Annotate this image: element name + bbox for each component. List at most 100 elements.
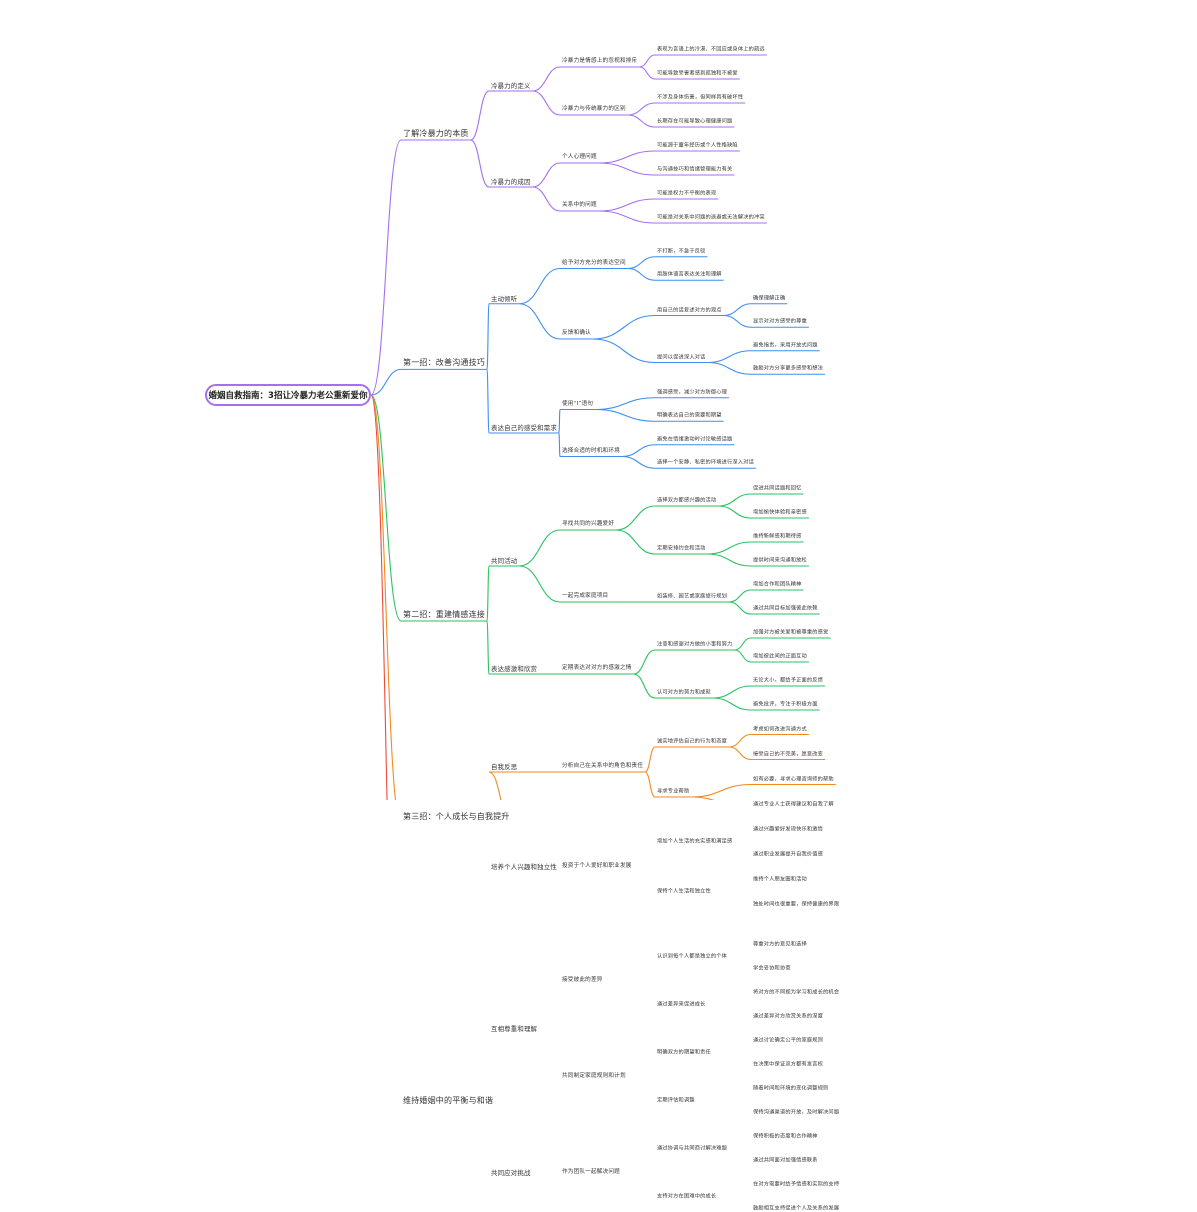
subtopic[interactable]: 鼓励对方分享更多感受和想法 xyxy=(753,365,824,372)
main-topic[interactable]: 第一招：改善沟通技巧 xyxy=(403,358,485,368)
subtopic[interactable]: 增加彼此间的正面互动 xyxy=(753,653,807,660)
subtopic[interactable]: 提供时间来沟通和放松 xyxy=(753,557,807,564)
subtopic[interactable]: 自我反思 xyxy=(491,762,518,771)
connector-line xyxy=(488,771,502,800)
subtopic[interactable]: 维持个人朋友圈和活动 xyxy=(753,875,807,882)
subtopic[interactable]: 反馈和确认 xyxy=(562,330,591,337)
subtopic[interactable]: 寻找共同的兴趣爱好 xyxy=(562,521,615,528)
subtopic[interactable]: 尊重对方的意见和选择 xyxy=(753,941,807,948)
subtopic[interactable]: 可能是权力不平衡的表现 xyxy=(657,190,717,197)
subtopic[interactable]: 选择一个安静、私密的环境进行深入对话 xyxy=(657,459,754,466)
subtopic[interactable]: 通过差异对方欣赏关系的深度 xyxy=(753,1013,824,1020)
subtopic[interactable]: 通过讨论确定公平的家庭规则 xyxy=(753,1037,824,1044)
subtopic[interactable]: 显示对对方感受的尊重 xyxy=(753,318,807,325)
subtopic[interactable]: 投资于个人爱好和职业发展 xyxy=(562,863,632,870)
subtopic[interactable]: 保持个人生活和独立性 xyxy=(657,888,711,895)
subtopic[interactable]: 如装修、园艺或家庭旅行规划 xyxy=(657,593,728,600)
subtopic[interactable]: 关系中的问题 xyxy=(562,202,597,209)
subtopic[interactable]: 独处时间也很重要，保持健康的界限 xyxy=(753,900,840,907)
subtopic[interactable]: 分析自己在关系中的角色和责任 xyxy=(562,763,644,770)
subtopic[interactable]: 冷暴力的定义 xyxy=(491,81,531,90)
subtopic[interactable]: 提问以促进深入对话 xyxy=(657,353,706,360)
subtopic[interactable]: 学会妥协和协商 xyxy=(753,965,791,972)
subtopic[interactable]: 可能是对关系中问题的逃避或无法解决的冲突 xyxy=(657,214,765,221)
subtopic[interactable]: 保持积极的态度和合作精神 xyxy=(753,1133,818,1140)
subtopic[interactable]: 长期存在可能导致心理健康问题 xyxy=(657,118,733,125)
subtopic[interactable]: 随着时间和环境的变化调整规则 xyxy=(753,1085,829,1092)
main-topic[interactable]: 维持婚姻中的平衡与和谐 xyxy=(403,1096,494,1105)
subtopic[interactable]: 在对方需要时给予情感和实际的支持 xyxy=(753,1181,840,1188)
subtopic[interactable]: 共同制定家庭规则和计划 xyxy=(562,1073,626,1080)
subtopic[interactable]: 冷暴力是情感上的忽视和排斥 xyxy=(562,58,638,65)
subtopic[interactable]: 一起完成家庭项目 xyxy=(562,593,609,600)
subtopic[interactable]: 明确表达自己的需要和期望 xyxy=(657,412,722,419)
subtopic[interactable]: 给予对方充分的表达空间 xyxy=(562,259,626,266)
subtopic[interactable]: 选择双方都感兴趣的活动 xyxy=(657,497,717,504)
subtopic[interactable]: 明确双方的期望和责任 xyxy=(657,1049,711,1056)
subtopic[interactable]: 强调感受，减少对方防御心理 xyxy=(657,389,728,396)
subtopic[interactable]: 促进共同话题和回忆 xyxy=(753,485,802,492)
subtopic[interactable]: 表现为言语上的冷漠、不回应或身体上的疏远 xyxy=(657,46,765,53)
subtopic[interactable]: 接受彼此的差异 xyxy=(562,977,603,984)
subtopic[interactable]: 选择合适的时机和环境 xyxy=(562,447,620,454)
subtopic[interactable]: 增加个人生活的充实感和满足感 xyxy=(657,838,733,845)
subtopic[interactable]: 在决策中保证双方都有发言权 xyxy=(753,1061,824,1068)
main-topic[interactable]: 了解冷暴力的本质 xyxy=(403,129,469,138)
subtopic[interactable]: 认识到每个人都是独立的个体 xyxy=(657,953,728,960)
subtopic[interactable]: 不涉及身体伤害，但同样具有破坏性 xyxy=(657,94,744,101)
subtopic[interactable]: 通过共同目标加强彼此依赖 xyxy=(753,605,818,612)
subtopic[interactable]: 表达感激和欣赏 xyxy=(491,664,538,673)
main-topic[interactable]: 第二招：重建情感连接 xyxy=(403,610,485,619)
subtopic[interactable]: 可能源于童年经历或个人性格缺陷 xyxy=(657,142,738,149)
subtopic[interactable]: 鼓励相互支持促进个人及关系的发展 xyxy=(753,1205,840,1212)
subtopic[interactable]: 注意和感谢对方做的小事和努力 xyxy=(657,641,733,648)
subtopic[interactable]: 支持对方在困难中的成长 xyxy=(657,1193,717,1200)
subtopic[interactable]: 不打断，不急于反驳 xyxy=(657,248,706,255)
subtopic[interactable]: 通过共同面对加强情感联系 xyxy=(753,1157,818,1164)
subtopic[interactable]: 使用“I”语句 xyxy=(562,400,594,407)
subtopic[interactable]: 避免批评，专注于积极方面 xyxy=(753,701,818,708)
subtopic[interactable]: 通过职业发展提升自我价值感 xyxy=(753,850,824,857)
subtopic[interactable]: 培养个人兴趣和独立性 xyxy=(491,862,557,871)
subtopic[interactable]: 保持沟通渠道的开放，及时解决问题 xyxy=(753,1109,840,1116)
subtopic[interactable]: 无论大小，都给予正面的反馈 xyxy=(753,677,824,684)
subtopic[interactable]: 互相尊重和理解 xyxy=(491,1024,538,1033)
subtopic[interactable]: 接受自己的不完美，愿意改变 xyxy=(753,750,824,757)
subtopic[interactable]: 可能导致受害者感到孤独和不被爱 xyxy=(657,70,738,77)
subtopic[interactable]: 冷暴力与传统暴力的区别 xyxy=(562,106,626,113)
subtopic[interactable]: 避免指责，采用开放式问题 xyxy=(753,342,818,349)
root-topic[interactable]: 婚姻自救指南：3招让冷暴力老公重新爱你 xyxy=(205,384,371,406)
subtopic[interactable]: 通过差异来促进成长 xyxy=(657,1001,706,1008)
subtopic[interactable]: 认可对方的努力和成就 xyxy=(657,689,711,696)
subtopic[interactable]: 增加合作和团队精神 xyxy=(753,581,802,588)
subtopic[interactable]: 定期评估和调整 xyxy=(657,1097,695,1104)
subtopic[interactable]: 通过协调与共同商讨解决难题 xyxy=(657,1145,728,1152)
subtopic[interactable]: 共同活动 xyxy=(491,556,518,565)
subtopic[interactable]: 确保理解正确 xyxy=(753,295,786,302)
subtopic[interactable]: 增加愉快体验和亲密感 xyxy=(753,509,807,516)
subtopic[interactable]: 维持新鲜感和期待感 xyxy=(753,533,802,540)
subtopic[interactable]: 如有必要，寻求心理咨询师的帮助 xyxy=(753,775,834,782)
subtopic[interactable]: 表达自己的感受和需求 xyxy=(491,423,557,432)
subtopic[interactable]: 共同应对挑战 xyxy=(491,1168,531,1177)
subtopic[interactable]: 寻求专业帮助 xyxy=(657,788,690,795)
subtopic[interactable]: 将对方的不同视为学习和成长的机会 xyxy=(753,989,840,996)
connector-line xyxy=(729,589,752,603)
subtopic[interactable]: 用肢体语言表达关注和理解 xyxy=(657,271,722,278)
subtopic[interactable]: 加强对方被关爱和被尊重的感觉 xyxy=(753,629,829,636)
subtopic[interactable]: 作为团队一起解决问题 xyxy=(562,1169,620,1176)
main-topic[interactable]: 第三招：个人成长与自我提升 xyxy=(403,812,510,821)
subtopic[interactable]: 用自己的话复述对方的观点 xyxy=(657,306,722,313)
subtopic[interactable]: 与沟通技巧和情绪管理能力有关 xyxy=(657,166,733,173)
subtopic[interactable]: 定期表达对对方的感激之情 xyxy=(562,665,632,672)
connector-line xyxy=(639,54,656,68)
subtopic[interactable]: 个人心理问题 xyxy=(562,154,597,161)
subtopic[interactable]: 主动倾听 xyxy=(491,294,518,303)
subtopic[interactable]: 定期安排约会和活动 xyxy=(657,545,706,552)
subtopic[interactable]: 考虑如何改进沟通方式 xyxy=(753,725,807,732)
subtopic[interactable]: 诚实地评估自己的行为和态度 xyxy=(657,738,728,745)
subtopic[interactable]: 避免在情绪激动时讨论敏感话题 xyxy=(657,436,733,443)
subtopic[interactable]: 通过兴趣爱好发现快乐和激情 xyxy=(753,825,824,832)
subtopic[interactable]: 通过专业人士获得建议和自我了解 xyxy=(753,800,834,807)
subtopic[interactable]: 冷暴力的成因 xyxy=(491,177,531,186)
